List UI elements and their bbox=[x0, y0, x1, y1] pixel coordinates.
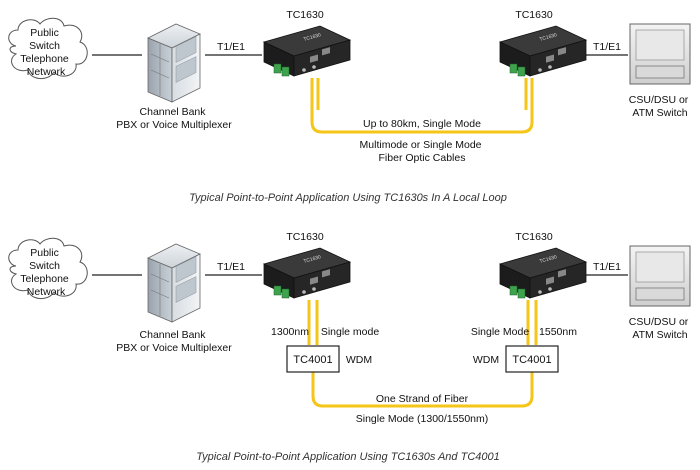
right-wdm-label: WDM bbox=[473, 354, 499, 366]
channel-bank-icon bbox=[147, 243, 201, 323]
top-diagram: Public Switch Telephone Network Channel … bbox=[8, 9, 691, 204]
csu-dsu-icon bbox=[629, 245, 691, 307]
bottom-fiber-strand bbox=[311, 372, 534, 408]
bottom-fiber-mode-label: Single Mode (1300/1550nm) bbox=[356, 413, 489, 425]
top-right-device-label: TC1630 bbox=[515, 9, 553, 21]
bottom-right-mode: Single Mode bbox=[471, 326, 530, 338]
bottom-left-mode: Single mode bbox=[321, 326, 380, 338]
left-wdm-box bbox=[286, 345, 340, 373]
right-wdm-box bbox=[505, 345, 559, 373]
top-right-link-label: T1/E1 bbox=[593, 41, 621, 53]
top-fiber-cable bbox=[310, 78, 534, 134]
media-converter-icon bbox=[263, 247, 351, 299]
csu-dsu-icon bbox=[629, 23, 691, 85]
left-wdm-label: WDM bbox=[346, 354, 372, 366]
top-cloud-label: Public Switch Telephone Network bbox=[20, 27, 71, 78]
bottom-channel-bank-label: Channel Bank PBX or Voice Multiplexer bbox=[116, 329, 232, 354]
top-left-device-label: TC1630 bbox=[286, 9, 324, 21]
bottom-caption: Typical Point-to-Point Application Using… bbox=[196, 451, 499, 463]
media-converter-icon bbox=[499, 247, 587, 299]
top-fiber-distance-label: Up to 80km, Single Mode bbox=[363, 118, 481, 130]
top-caption: Typical Point-to-Point Application Using… bbox=[189, 192, 507, 204]
channel-bank-icon bbox=[147, 23, 201, 103]
bottom-csu-label: CSU/DSU or ATM Switch bbox=[629, 316, 691, 341]
bottom-diagram: Public Switch Telephone Network Channel … bbox=[8, 231, 691, 463]
left-wdm-box-label: TC4001 bbox=[293, 354, 332, 366]
bottom-cloud-label: Public Switch Telephone Network bbox=[20, 247, 71, 298]
media-converter-icon bbox=[499, 25, 587, 77]
top-csu-label: CSU/DSU or ATM Switch bbox=[629, 94, 691, 119]
bottom-fiber-strand-label: One Strand of Fiber bbox=[376, 393, 469, 405]
top-channel-bank-label: Channel Bank PBX or Voice Multiplexer bbox=[116, 106, 232, 131]
top-fiber-type-label: Multimode or Single Mode Fiber Optic Cab… bbox=[360, 139, 485, 164]
bottom-right-link-label: T1/E1 bbox=[593, 261, 621, 273]
bottom-right-wavelength: 1550nm bbox=[539, 326, 577, 338]
bottom-right-device-label: TC1630 bbox=[515, 231, 553, 243]
media-converter-icon bbox=[263, 25, 351, 77]
bottom-left-device-label: TC1630 bbox=[286, 231, 324, 243]
bottom-left-wavelength: 1300nm bbox=[271, 326, 309, 338]
bottom-left-link-label: T1/E1 bbox=[217, 261, 245, 273]
right-wdm-box-label: TC4001 bbox=[512, 354, 551, 366]
top-left-link-label: T1/E1 bbox=[217, 41, 245, 53]
